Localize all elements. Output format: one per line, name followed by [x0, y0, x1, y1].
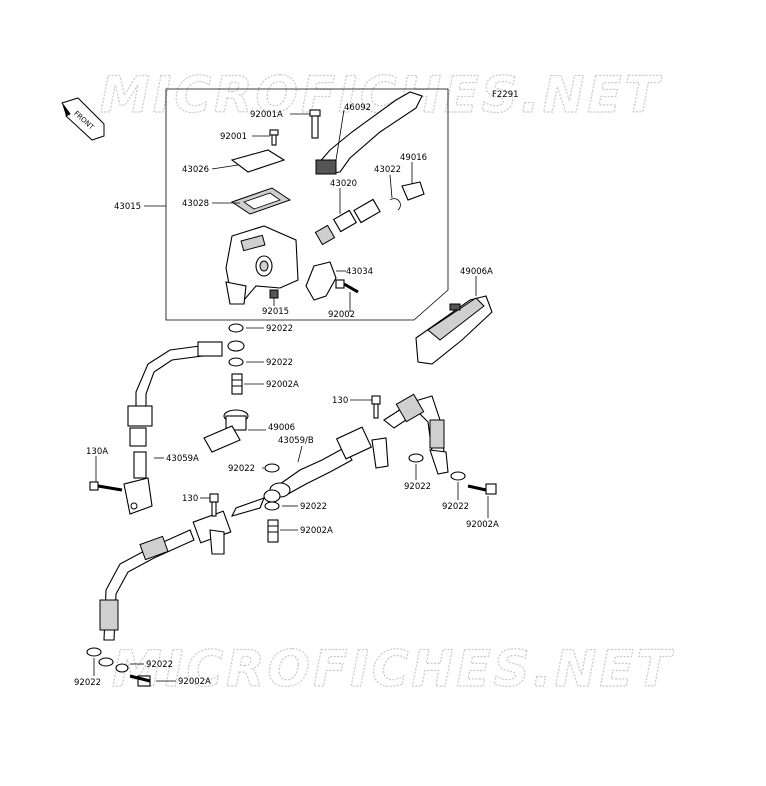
label-43015: 43015 [114, 202, 141, 212]
washer-7 [86, 647, 102, 657]
master-cylinder-body [225, 225, 299, 305]
washer-8 [98, 657, 114, 667]
label-43026: 43026 [182, 165, 209, 175]
dust-boot [401, 181, 425, 201]
label-92022-f: 92022 [442, 502, 469, 512]
label-92002-top: 92002 [328, 310, 355, 320]
banjo-bolt-a [231, 373, 243, 395]
diaphragm-inner [243, 192, 281, 210]
label-92002a-c: 92002A [466, 520, 499, 530]
lever-guard [415, 295, 493, 365]
handlebar-clamp [305, 261, 337, 301]
bolt-130-upper [371, 395, 381, 419]
washer-9 [115, 663, 129, 673]
label-92002a-d: 92002A [178, 677, 211, 687]
three-way-joint [203, 409, 249, 453]
label-92022-d: 92022 [404, 482, 431, 492]
banjo-bolt-bottom [129, 674, 151, 687]
label-92001a: 92001A [250, 110, 283, 120]
lever-pivot [315, 159, 337, 175]
front-arrow-icon: FRONT [61, 97, 105, 141]
label-130-a: 130 [332, 396, 348, 406]
brake-hose-lower [99, 489, 281, 641]
clamp-bolt-92002 [335, 279, 359, 294]
assembly-outline [165, 88, 449, 321]
label-92002a-a: 92002A [266, 380, 299, 390]
washer-2 [228, 357, 244, 367]
label-92002a-b: 92002A [300, 526, 333, 536]
washer-5 [450, 471, 466, 481]
label-43059b: 43059/B [278, 436, 314, 446]
label-130-b: 130 [182, 494, 198, 504]
banjo-bolt-lower [267, 519, 279, 543]
leader-lines [93, 109, 489, 682]
label-92022-c: 92022 [228, 464, 255, 474]
label-92022-e: 92022 [300, 502, 327, 512]
piston-kit [314, 198, 381, 246]
washer-1 [228, 323, 244, 333]
label-49016: 49016 [400, 153, 427, 163]
label-92015: 92015 [262, 307, 289, 317]
label-49006: 49006 [268, 423, 295, 433]
label-43022: 43022 [374, 165, 401, 175]
bolt-130a [89, 481, 123, 492]
bolt-92001a [309, 109, 321, 139]
watermark-bottom: MICROFICHES.NET [112, 640, 675, 698]
label-92022-g: 92022 [146, 660, 173, 670]
washer-4 [408, 453, 424, 463]
label-92022-a: 92022 [266, 324, 293, 334]
cap-92015 [269, 289, 279, 299]
label-49006a: 49006A [460, 267, 493, 277]
brake-hose-a [123, 340, 245, 515]
label-43020: 43020 [330, 179, 357, 189]
label-92022-b: 92022 [266, 358, 293, 368]
label-46092: 46092 [344, 103, 371, 113]
circlip [389, 198, 401, 211]
label-92001: 92001 [220, 132, 247, 142]
bolt-130-lower [209, 493, 219, 517]
reservoir-cover [230, 149, 286, 173]
label-43028: 43028 [182, 199, 209, 209]
banjo-bolt-right [467, 483, 497, 495]
screw-92001 [269, 129, 279, 146]
washer-3 [264, 463, 280, 473]
label-43059a: 43059A [166, 454, 199, 464]
label-92022-h: 92022 [74, 678, 101, 688]
label-43034: 43034 [346, 267, 373, 277]
brake-hose-b [269, 393, 449, 498]
figure-code: F2291 [492, 90, 519, 100]
label-130a: 130A [86, 447, 108, 457]
washer-6 [264, 501, 280, 511]
